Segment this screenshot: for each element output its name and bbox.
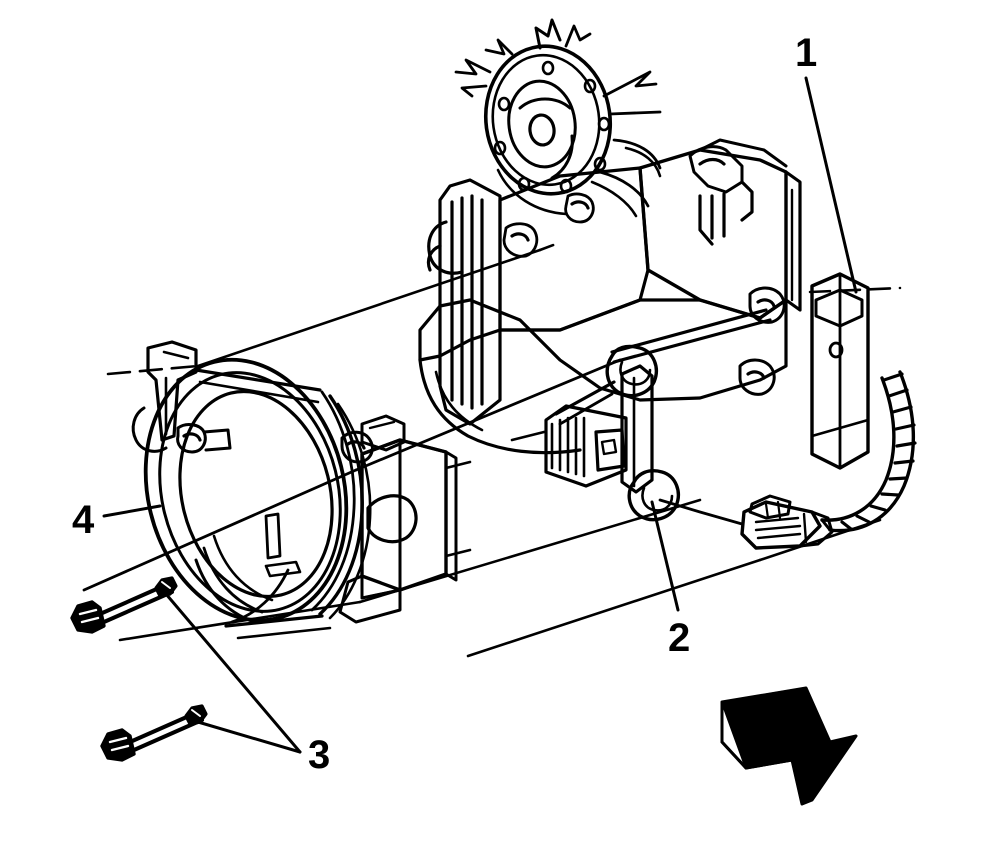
callout-label-2: 2 xyxy=(668,616,691,660)
housing-mounting-flange xyxy=(338,414,472,624)
callout-label-1: 1 xyxy=(795,31,818,75)
bolt-upper xyxy=(70,576,178,634)
engine-block xyxy=(418,138,802,455)
bolt-lower xyxy=(100,704,208,762)
crank-flange-pulley xyxy=(454,18,662,224)
electrical-connector xyxy=(658,494,834,550)
leader-lines xyxy=(102,76,858,754)
sensor-bracket-assembly xyxy=(510,344,681,522)
callout-label-4: 4 xyxy=(72,498,95,542)
engine-rear-bracket-plate xyxy=(810,272,870,470)
bell-housing-ring xyxy=(131,340,372,640)
callout-label-3: 3 xyxy=(308,733,331,777)
direction-arrow xyxy=(720,686,858,806)
alignment-axis xyxy=(82,242,902,658)
